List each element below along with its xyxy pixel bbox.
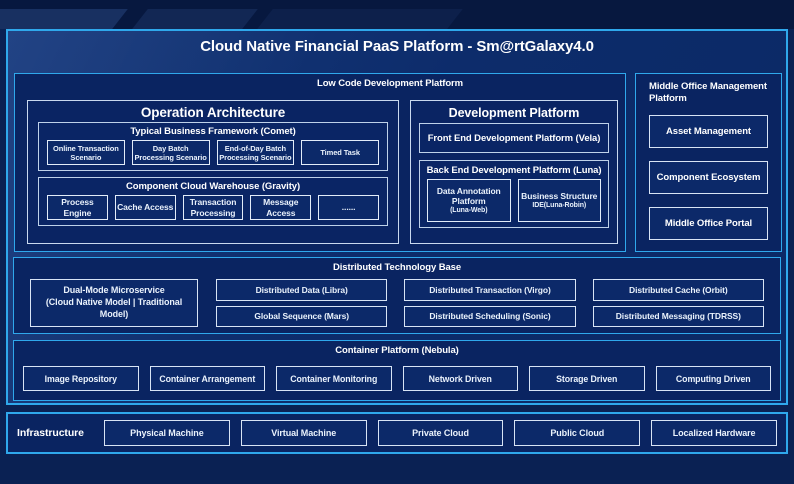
node-data-annotation-platform: Data Annotation Platform (Luna-Web) [427, 179, 511, 222]
node-distributed-data-libra: Distributed Data (Libra) [216, 279, 388, 301]
node-message-access: Message Access [250, 195, 312, 220]
diagonal-streak [132, 9, 258, 29]
development-platform-panel: Development Platform Front End Developme… [410, 100, 618, 244]
node-private-cloud: Private Cloud [377, 420, 504, 446]
typical-business-framework-group: Typical Business Framework (Comet) Onlin… [38, 122, 388, 171]
distributed-base-section-label: Distributed Technology Base [332, 262, 462, 273]
node-container-arrangement: Container Arrangement [149, 366, 265, 391]
distributed-base-content: Dual-Mode Microservice (Cloud Native Mod… [30, 279, 764, 327]
middle-office-management-platform-section: Middle Office Management Platform Asset … [635, 73, 782, 252]
node-title: Business Structure [521, 190, 598, 201]
node-distributed-scheduling-sonic: Distributed Scheduling (Sonic) [404, 305, 576, 327]
operation-architecture-title: Operation Architecture [140, 105, 286, 120]
infrastructure-section-label: Infrastructure [17, 427, 84, 439]
node-subtitle: IDE(Luna-Robin) [532, 202, 587, 210]
container-platform-row: Image Repository Container Arrangement C… [23, 366, 771, 391]
node-cache-access: Cache Access [114, 195, 176, 220]
development-platform-title: Development Platform [448, 106, 580, 120]
container-platform-section-label: Container Platform (Nebula) [335, 345, 459, 356]
node-middle-office-portal: Middle Office Portal [649, 206, 768, 240]
distributed-technology-base-section: Distributed Technology Base Dual-Mode Mi… [13, 257, 781, 334]
node-day-batch-processing-scenario: Day Batch Processing Scenario [131, 140, 210, 165]
node-timed-task: Timed Task [301, 140, 379, 165]
node-asset-management: Asset Management [649, 114, 768, 148]
top-decoration-band [0, 0, 794, 29]
node-container-monitoring: Container Monitoring [276, 366, 392, 391]
typical-business-framework-row: Online Transaction Scenario Day Batch Pr… [39, 137, 387, 170]
back-end-development-platform-title: Back End Development Platform (Luna) [426, 165, 602, 176]
diagonal-streak [0, 9, 128, 29]
node-business-structure-ide: Business Structure IDE(Luna-Robin) [517, 179, 601, 222]
low-code-section-label: Low Code Development Platform [317, 78, 463, 89]
node-distributed-messaging-tdrss: Distributed Messaging (TDRSS) [592, 305, 764, 327]
node-virtual-machine: Virtual Machine [240, 420, 367, 446]
distributed-base-grid: Distributed Data (Libra) Distributed Tra… [216, 279, 764, 327]
component-cloud-warehouse-title: Component Cloud Warehouse (Gravity) [125, 181, 301, 192]
node-end-of-day-batch-processing-scenario: End-of-Day Batch Processing Scenario [216, 140, 295, 165]
node-subtitle: (Luna-Web) [450, 207, 488, 215]
node-computing-driven: Computing Driven [655, 366, 771, 391]
node-public-cloud: Public Cloud [514, 420, 641, 446]
component-cloud-warehouse-group: Component Cloud Warehouse (Gravity) Proc… [38, 177, 388, 226]
node-global-sequence-mars: Global Sequence (Mars) [216, 305, 388, 327]
low-code-development-platform-section: Low Code Development Platform Operation … [14, 73, 626, 252]
main-frame: Cloud Native Financial PaaS Platform - S… [6, 29, 788, 405]
node-ellipsis-more: ...... [318, 195, 379, 220]
node-distributed-transaction-virgo: Distributed Transaction (Virgo) [404, 279, 576, 301]
node-front-end-development-platform-vela: Front End Development Platform (Vela) [419, 123, 609, 153]
node-component-ecosystem: Component Ecosystem [649, 160, 768, 194]
node-localized-hardware: Localized Hardware [651, 420, 777, 446]
node-dual-mode-microservice: Dual-Mode Microservice (Cloud Native Mod… [30, 279, 198, 327]
node-distributed-cache-orbit: Distributed Cache (Orbit) [592, 279, 764, 301]
node-title: Dual-Mode Microservice [63, 285, 165, 296]
typical-business-framework-title: Typical Business Framework (Comet) [130, 126, 296, 137]
node-subtitle: (Cloud Native Model | Traditional Model) [45, 297, 183, 319]
back-end-development-platform-group: Back End Development Platform (Luna) Dat… [419, 160, 609, 228]
node-image-repository: Image Repository [23, 366, 139, 391]
component-cloud-warehouse-row: Process Engine Cache Access Transaction … [39, 192, 387, 225]
container-platform-section: Container Platform (Nebula) Image Reposi… [13, 340, 781, 401]
operation-architecture-panel: Operation Architecture Typical Business … [27, 100, 399, 244]
back-end-row: Data Annotation Platform (Luna-Web) Busi… [420, 176, 608, 227]
node-physical-machine: Physical Machine [104, 420, 230, 446]
node-transaction-processing: Transaction Processing [182, 195, 244, 220]
node-storage-driven: Storage Driven [529, 366, 645, 391]
diagonal-streak [257, 9, 463, 29]
node-process-engine: Process Engine [47, 195, 108, 220]
middle-office-section-label: Middle Office Management Platform [649, 81, 767, 105]
node-title: Data Annotation Platform [436, 185, 501, 206]
infrastructure-section: Infrastructure Physical Machine Virtual … [6, 412, 788, 454]
node-network-driven: Network Driven [402, 366, 518, 391]
node-online-transaction-scenario: Online Transaction Scenario [47, 140, 125, 165]
page-title: Cloud Native Financial PaaS Platform - S… [200, 38, 594, 55]
